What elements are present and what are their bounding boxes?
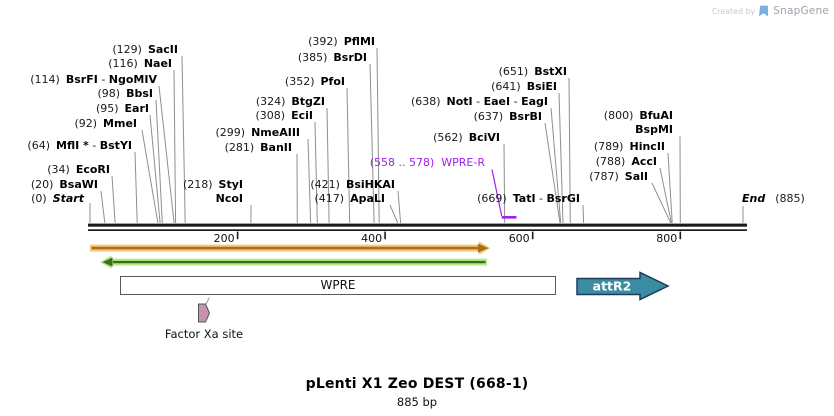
ruler-label-600: 600 <box>509 232 530 245</box>
leader-line-btgzi <box>326 107 330 223</box>
site-label-ecii[interactable]: (308)EciI <box>256 109 314 122</box>
site-label-bbsi[interactable]: (98)BbsI <box>98 87 154 100</box>
leader-line-sali <box>651 182 672 224</box>
ruler-label-400: 400 <box>361 232 382 245</box>
site-label-bfuai[interactable]: (800)BfuAI <box>604 109 673 122</box>
snapgene-logo-icon <box>759 5 769 17</box>
site-label-acci[interactable]: (788)AccI <box>596 155 657 168</box>
site-label-bspmi[interactable]: BspMI <box>635 123 673 136</box>
site-label-mfli[interactable]: (64)MflI * - BstYI <box>27 139 132 152</box>
site-label-bsihkai[interactable]: (421)BsiHKAI <box>310 178 395 191</box>
leader-line-bsrbi <box>544 122 561 223</box>
feature-attr2-label: attR2 <box>593 279 632 294</box>
site-label-bsrfi[interactable]: (114)BsrFI - NgoMIV <box>30 73 157 86</box>
site-label-styi[interactable]: (218)StyI <box>183 178 243 191</box>
site-label-tati[interactable]: (669)TatI - BsrGI <box>477 192 580 205</box>
feature-wpre[interactable]: WPRE <box>120 276 556 295</box>
site-label-mmei[interactable]: (92)MmeI <box>74 117 137 130</box>
leader-line-bstxi <box>568 77 571 223</box>
ruler-label-800: 800 <box>656 232 677 245</box>
site-label-sali[interactable]: (787)SalI <box>589 170 648 183</box>
site-label-sacii[interactable]: (129)SacII <box>112 43 178 56</box>
leader-line-mmei <box>141 129 159 223</box>
leader-line-nmeaiii <box>307 138 312 223</box>
leader-line-bsihkai <box>397 190 402 223</box>
forward-strand-arrow[interactable] <box>90 241 491 255</box>
watermark: Created by SnapGene <box>712 5 829 17</box>
factor-xa-label: Factor Xa site <box>164 327 244 341</box>
primer-label-wpre-r[interactable]: (558 .. 578)WPRE-R <box>370 156 486 169</box>
leader-line-bbsi <box>155 99 163 223</box>
site-label-ncoi[interactable]: NcoI <box>216 192 243 205</box>
site-label-noti[interactable]: (638)NotI - EaeI - EagI <box>411 95 548 108</box>
site-label-eari[interactable]: (95)EarI <box>96 102 149 115</box>
leader-lines <box>89 47 744 224</box>
site-label-naei[interactable]: (116)NaeI <box>108 57 172 70</box>
site-label-bsrdi[interactable]: (385)BsrDI <box>298 51 367 64</box>
site-label-bstxi[interactable]: (651)BstXI <box>499 65 567 78</box>
leader-line-tati <box>582 204 585 223</box>
site-label-nmeaiii[interactable]: (299)NmeAIII <box>215 126 300 139</box>
primer-connector <box>491 169 503 217</box>
ruler-label-200: 200 <box>214 232 235 245</box>
site-label-pflmi[interactable]: (392)PflMI <box>308 35 375 48</box>
site-label-bsawi[interactable]: (20)BsaWI <box>31 178 98 191</box>
forward-arrow-head <box>478 243 489 253</box>
site-label-btgzi[interactable]: (324)BtgZI <box>256 95 325 108</box>
leader-line-ecori <box>111 175 116 223</box>
site-label-ecori[interactable]: (34)EcoRI <box>47 163 110 176</box>
site-label-banii[interactable]: (281)BanII <box>225 141 292 154</box>
leader-line-bcivi <box>503 143 506 223</box>
watermark-brand[interactable]: SnapGene <box>773 5 829 17</box>
leader-line-mfli <box>134 151 138 223</box>
leader-line-acci <box>659 167 672 224</box>
factor-xa-marker[interactable] <box>195 294 215 324</box>
leader-line-apali <box>389 204 399 224</box>
reverse-strand-arrow[interactable] <box>100 255 487 269</box>
plasmid-title: pLenti X1 Zeo DEST (668-1) <box>305 376 529 392</box>
leader-line-ecii <box>314 121 318 223</box>
feature-attr2[interactable]: attR2 <box>574 269 674 303</box>
site-label-start[interactable]: (0)Start <box>31 192 85 205</box>
site-label-hincii[interactable]: (789)HincII <box>594 140 665 153</box>
leader-line-hincii <box>667 152 673 223</box>
leader-line-bsrdi <box>369 63 375 223</box>
map-line-top <box>88 223 747 227</box>
leader-line-naei <box>173 69 177 223</box>
site-label-bsrbi[interactable]: (637)BsrBI <box>474 110 542 123</box>
site-label-bsiei[interactable]: (641)BsiEI <box>491 80 557 93</box>
feature-wpre-label: WPRE <box>320 278 356 292</box>
leader-line-bsiei <box>558 92 564 223</box>
site-label-bcivi[interactable]: (562)BciVI <box>433 131 500 144</box>
leader-line-bsawi <box>100 190 106 223</box>
watermark-created-by: Created by <box>712 6 756 16</box>
map-line-bottom <box>88 229 747 231</box>
reverse-arrow-head <box>102 257 113 267</box>
leader-line-pfoi <box>346 87 351 223</box>
site-label-pfoi[interactable]: (352)PfoI <box>285 75 345 88</box>
leader-line-eari <box>149 114 161 223</box>
plasmid-length: 885 bp <box>396 395 438 409</box>
site-labels: (0)Start(20)BsaWI (34)EcoRI (64)MflI * - B… <box>27 35 804 205</box>
leader-line-bsrfi <box>158 85 175 223</box>
site-label-apali[interactable]: (417)ApaLI <box>314 192 385 205</box>
leader-line-sacii <box>181 55 186 223</box>
leader-line-pflmi <box>376 47 380 223</box>
leader-line-noti <box>550 107 562 223</box>
site-label-end[interactable]: End(885) <box>742 192 805 205</box>
